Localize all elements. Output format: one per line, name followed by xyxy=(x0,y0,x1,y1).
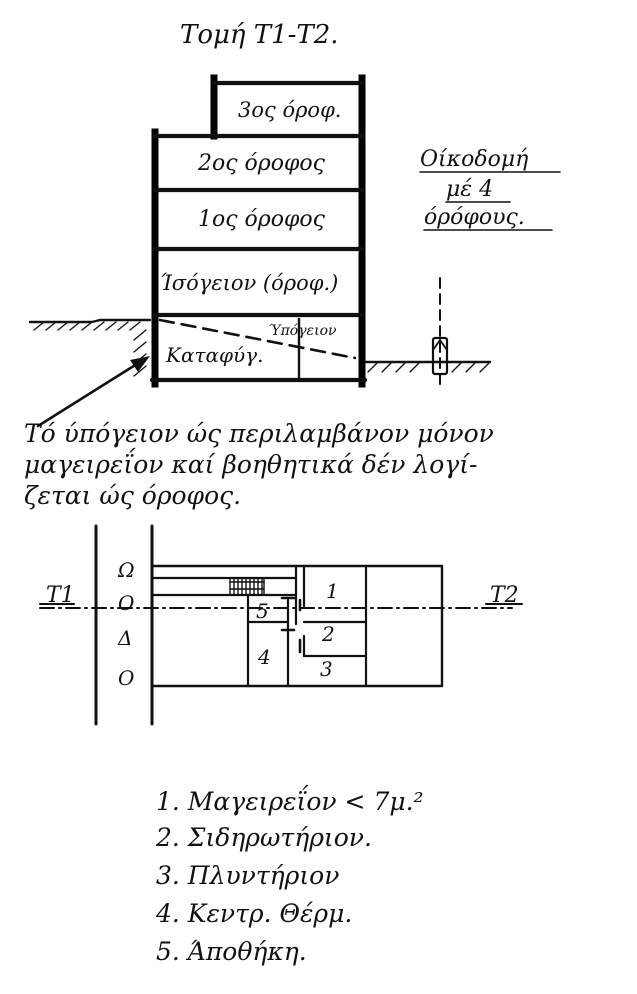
remark-line-2: μαγειρεΐον καί βοηθητικά δέν λογί- xyxy=(24,448,478,479)
room-number-1: 1 xyxy=(326,579,339,603)
side-note-line-1: Οίκοδομή xyxy=(420,147,528,172)
basement-label: Ύπόγειον xyxy=(268,323,337,339)
street-label-o1: Ο xyxy=(118,666,134,690)
side-note-line-2: μέ 4 xyxy=(446,177,493,202)
legend-item-4: 4. Κεντρ. Θέρμ. xyxy=(155,899,352,928)
room-number-3: 3 xyxy=(320,657,333,681)
street-label-o2: Ο xyxy=(118,591,134,615)
room-number-5: 5 xyxy=(256,599,269,623)
section-drawing: 3ος όροφ. 2ος όροφος 1ος όροφος Ίσόγειον… xyxy=(28,74,492,428)
street-label-w: Ω xyxy=(117,558,135,582)
stair-hatch xyxy=(229,577,265,596)
side-note-line-3: όρόφους. xyxy=(424,205,525,230)
drawing-title: Τομή Τ1-Τ2. xyxy=(180,20,339,50)
legend-item-1: 1. Μαγειρεΐον < 7μ.² xyxy=(156,785,424,816)
floor-label-1: 1ος όροφος xyxy=(198,207,326,232)
legend: 1. Μαγειρεΐον < 7μ.² 2. Σιδηρωτήριον. 3.… xyxy=(155,785,424,966)
room-number-2: 2 xyxy=(321,622,335,646)
legend-item-3: 3. Πλυντήριον xyxy=(156,861,339,890)
room-number-4: 4 xyxy=(257,645,271,669)
legend-item-2: 2. Σιδηρωτήριον. xyxy=(155,823,372,852)
remark-line-1: Τό ύπόγειον ώς περιλαμβάνον μόνον xyxy=(24,419,494,448)
floor-label-2: 2ος όροφος xyxy=(197,151,326,176)
remark-line-3: ζεται ώς όροφος. xyxy=(24,481,241,510)
arrow-head-icon xyxy=(130,356,150,372)
floor-label-3: 3ος όροφ. xyxy=(238,98,341,122)
floor-label-ground: Ίσόγειον (όροφ.) xyxy=(160,271,338,295)
legend-item-5: 5. Άποθήκη. xyxy=(156,937,307,966)
shelter-label: Καταφύγ. xyxy=(165,343,264,367)
street-label-d: Δ xyxy=(117,626,132,650)
remark-text: Τό ύπόγειον ώς περιλαμβάνον μόνον μαγειρ… xyxy=(24,419,494,510)
side-note: Οίκοδομή μέ 4 όρόφους. xyxy=(419,147,561,231)
floor-plan: Ο Δ Ο Ω Τ1 Τ2 1 2 3 4 5 xyxy=(39,524,523,726)
